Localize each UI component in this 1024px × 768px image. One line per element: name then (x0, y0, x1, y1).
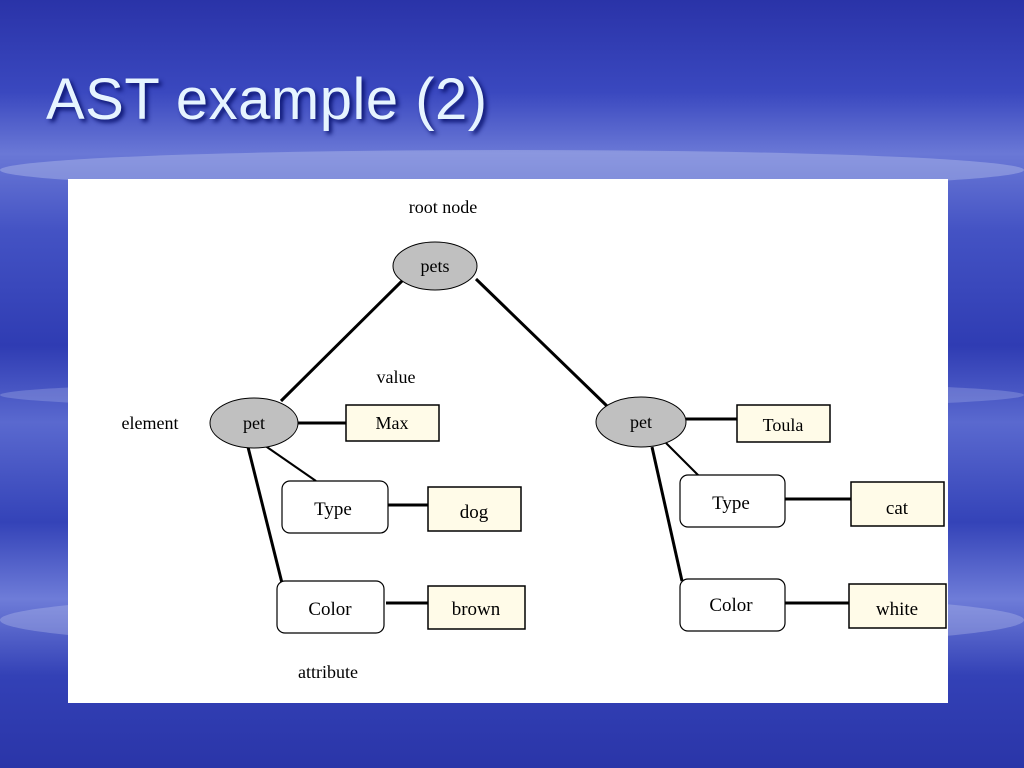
right-color-attribute (679, 578, 786, 632)
right-color-value-box (848, 583, 947, 629)
right-element-node (595, 396, 687, 448)
label-element: element (122, 413, 179, 433)
right-value-text: Toula (763, 415, 804, 435)
left-type-value-box (427, 486, 522, 532)
label-root-node: root node (409, 197, 477, 217)
right-type-value: cat (886, 498, 909, 519)
left-type-value: dog (460, 502, 489, 523)
edge-left-color (246, 446, 284, 584)
edge-root-right (474, 277, 610, 409)
root-node-label: pets (421, 256, 450, 276)
edges (246, 277, 851, 605)
right-value-box (736, 404, 831, 443)
slide-title: AST example (2) (46, 67, 488, 132)
right-type-attribute (679, 474, 786, 528)
left-color-value: brown (452, 599, 501, 620)
right-color-key: Color (709, 595, 753, 616)
label-value: value (377, 367, 416, 387)
root-node (392, 241, 478, 291)
edge-root-left (279, 277, 406, 403)
left-type-attribute (281, 480, 389, 534)
left-color-value-box (427, 585, 526, 630)
ast-diagram: root node value element attribute pets p… (122, 197, 947, 682)
left-color-attribute (276, 580, 385, 634)
right-color-value: white (876, 599, 918, 620)
edge-left-type (263, 444, 317, 482)
left-color-key: Color (308, 599, 352, 620)
label-attribute: attribute (298, 662, 358, 682)
left-type-key: Type (314, 499, 352, 520)
right-type-key: Type (712, 493, 750, 514)
edge-right-color (650, 446, 684, 582)
left-value-box (345, 404, 440, 442)
edge-right-type (665, 442, 701, 478)
right-element-label: pet (630, 412, 652, 432)
right-type-value-box (850, 481, 945, 527)
diagram-panel: root node value element attribute pets p… (68, 179, 948, 703)
left-element-label: pet (243, 413, 265, 433)
left-element-node (209, 397, 299, 449)
left-value-text: Max (376, 413, 409, 433)
